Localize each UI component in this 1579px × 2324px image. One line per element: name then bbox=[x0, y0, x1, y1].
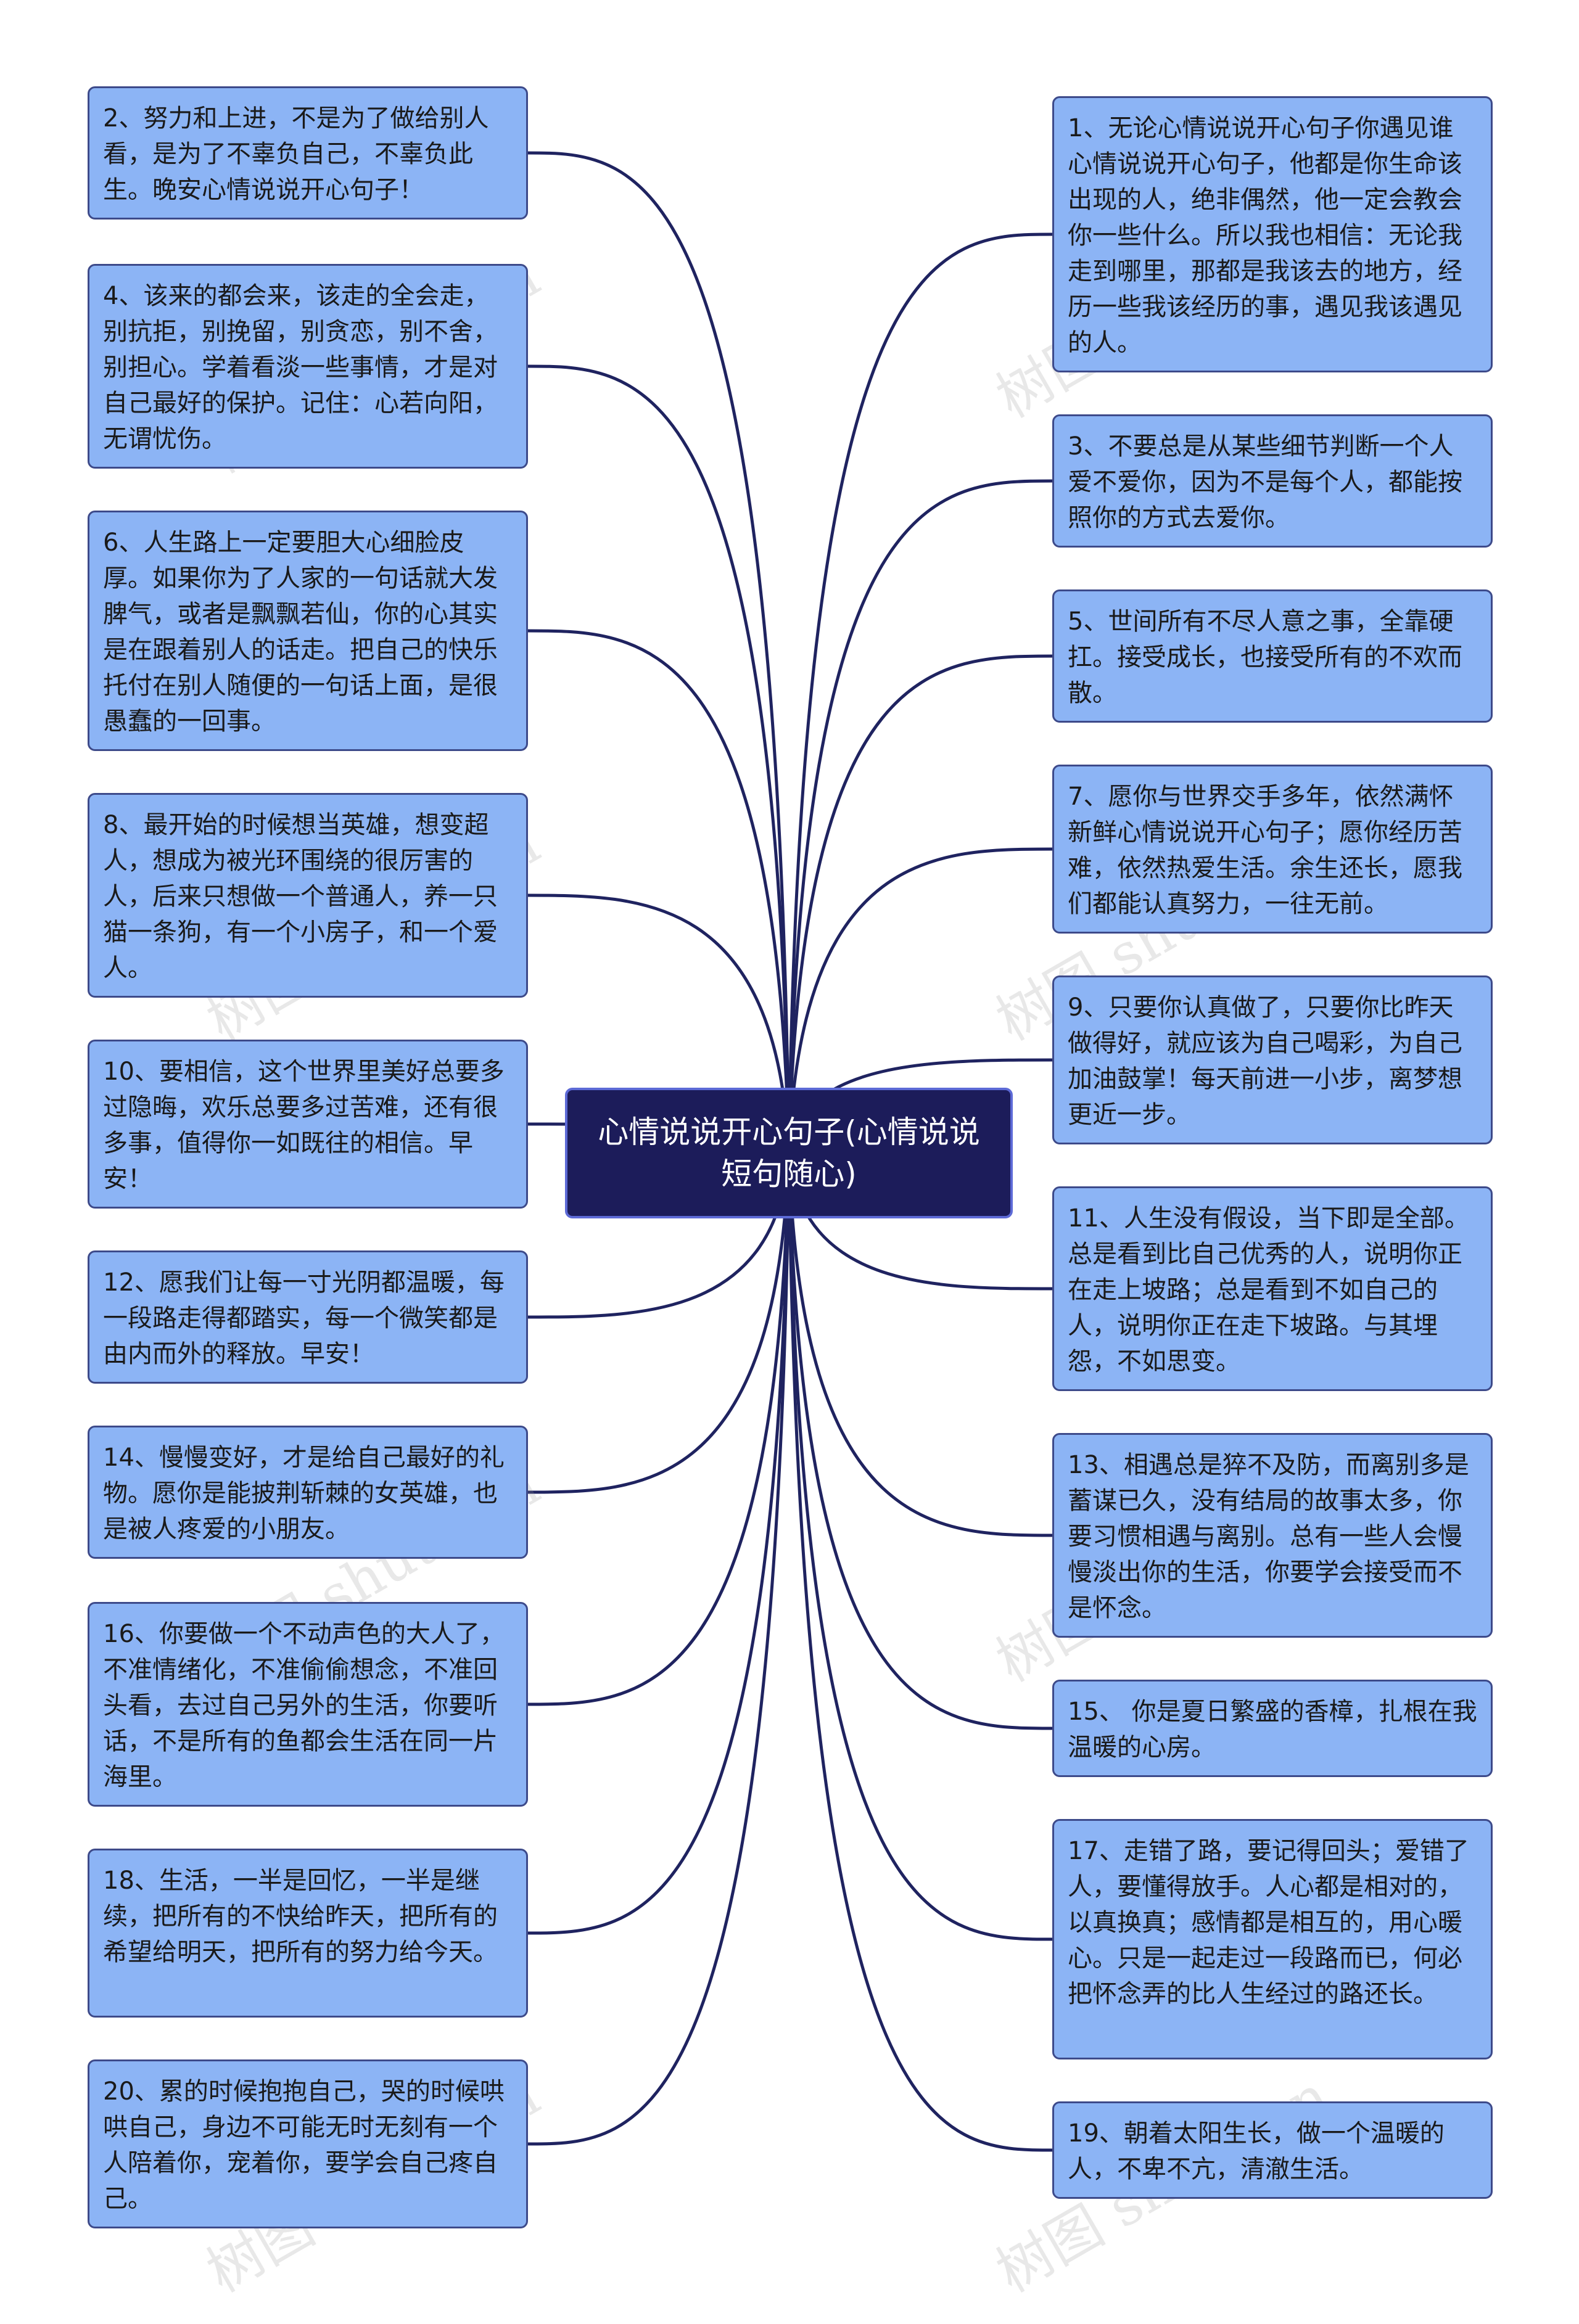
connector-topic-node-4 bbox=[527, 364, 791, 1154]
topic-node-5[interactable]: 5、世间所有不尽人意之事，全靠硬扛。接受成长，也接受所有的不欢而散。 bbox=[1052, 589, 1493, 723]
connector-topic-node-8 bbox=[527, 893, 791, 1154]
connector-topic-node-19 bbox=[787, 1152, 1053, 2152]
root-topic[interactable]: 心情说说开心句子(心情说说短句随心) bbox=[565, 1088, 1013, 1218]
connector-topic-node-5 bbox=[787, 654, 1053, 1154]
topic-node-3[interactable]: 3、不要总是从某些细节判断一个人爱不爱你，因为不是每个人，都能按照你的方式去爱你… bbox=[1052, 414, 1493, 548]
topic-node-10[interactable]: 10、要相信，这个世界里美好总要多过隐晦，欢乐总要多过苦难，还有很多事，值得你一… bbox=[88, 1040, 528, 1209]
connector-topic-node-15 bbox=[787, 1152, 1053, 1730]
connector-topic-node-6 bbox=[527, 629, 791, 1154]
connector-topic-node-7 bbox=[787, 847, 1053, 1154]
topic-node-11[interactable]: 11、人生没有假设，当下即是全部。总是看到比自己优秀的人，说明你正在走上坡路；总… bbox=[1052, 1186, 1493, 1391]
root-topic-label: 心情说说开心句子(心情说说短句随心) bbox=[598, 1114, 980, 1192]
topic-node-16[interactable]: 16、你要做一个不动声色的大人了，不准情绪化，不准偷偷想念，不准回头看，去过自己… bbox=[88, 1602, 528, 1807]
connector-topic-node-14 bbox=[527, 1152, 791, 1494]
topic-node-9[interactable]: 9、只要你认真做了，只要你比昨天做得好，就应该为自己喝彩，为自己加油鼓掌！每天前… bbox=[1052, 975, 1493, 1144]
topic-node-12[interactable]: 12、愿我们让每一寸光阴都温暖，每一段路走得都踏实，每一个微笑都是由内而外的释放… bbox=[88, 1250, 528, 1384]
topic-node-20[interactable]: 20、累的时候抱抱自己，哭的时候哄哄自己，身边不可能无时无刻有一个人陪着你，宠着… bbox=[88, 2059, 528, 2228]
topic-node-1[interactable]: 1、无论心情说说开心句子你遇见谁心情说说开心句子，他都是你生命该出现的人，绝非偶… bbox=[1052, 96, 1493, 372]
connector-topic-node-20 bbox=[527, 1152, 791, 2146]
connector-topic-node-1 bbox=[787, 232, 1053, 1154]
connector-topic-node-13 bbox=[787, 1152, 1053, 1537]
topic-node-6[interactable]: 6、人生路上一定要胆大心细脸皮厚。如果你为了人家的一句话就大发脾气，或者是飘飘若… bbox=[88, 511, 528, 751]
topic-node-19[interactable]: 19、朝着太阳生长，做一个温暖的人，不卑不亢，清澈生活。 bbox=[1052, 2101, 1493, 2199]
topic-node-13[interactable]: 13、相遇总是猝不及防，而离别多是蓄谋已久，没有结局的故事太多，你要习惯相遇与离… bbox=[1052, 1433, 1493, 1638]
connector-topic-node-3 bbox=[787, 479, 1053, 1154]
topic-node-8[interactable]: 8、最开始的时候想当英雄，想变超人，想成为被光环围绕的很厉害的人，后来只想做一个… bbox=[88, 793, 528, 998]
connector-topic-node-17 bbox=[787, 1152, 1053, 1941]
topic-node-15[interactable]: 15、 你是夏日繁盛的香樟，扎根在我温暖的心房。 bbox=[1052, 1680, 1493, 1777]
topic-node-2[interactable]: 2、努力和上进，不是为了做给别人看，是为了不辜负自己，不辜负此生。晚安心情说说开… bbox=[88, 86, 528, 220]
connector-topic-node-2 bbox=[527, 151, 791, 1154]
connector-topic-node-16 bbox=[527, 1152, 791, 1706]
topic-node-17[interactable]: 17、走错了路，要记得回头；爱错了人，要懂得放手。人心都是相对的，以真换真；感情… bbox=[1052, 1819, 1493, 2059]
topic-node-14[interactable]: 14、慢慢变好，才是给自己最好的礼物。愿你是能披荆斩棘的女英雄，也是被人疼爱的小… bbox=[88, 1426, 528, 1559]
topic-node-7[interactable]: 7、愿你与世界交手多年，依然满怀新鲜心情说说开心句子；愿你经历苦难，依然热爱生活… bbox=[1052, 765, 1493, 934]
topic-node-4[interactable]: 4、该来的都会来，该走的全会走，别抗拒，别挽留，别贪恋，别不舍，别担心。学着看淡… bbox=[88, 264, 528, 469]
topic-node-18[interactable]: 18、生活，一半是回忆，一半是继续，把所有的不快给昨天，把所有的希望给明天，把所… bbox=[88, 1849, 528, 2018]
connector-topic-node-18 bbox=[527, 1152, 791, 1935]
